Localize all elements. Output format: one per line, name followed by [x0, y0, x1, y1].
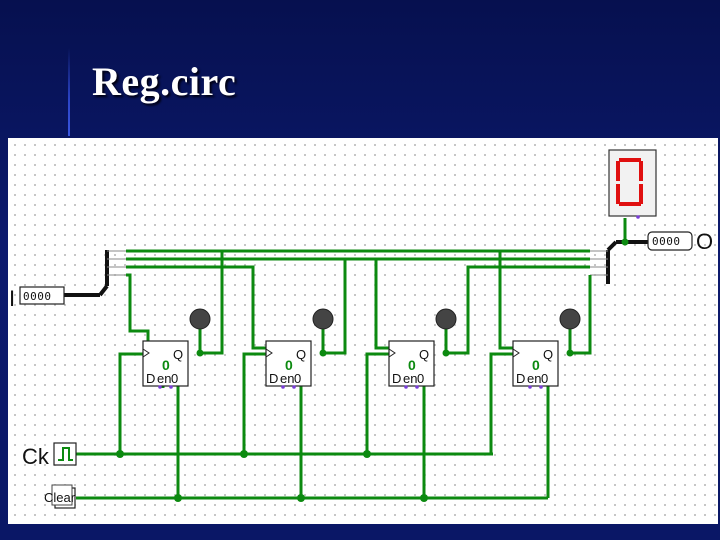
input-pin[interactable]: I 0000	[9, 286, 65, 311]
flipflop-2[interactable]: Q 0 D en 0	[265, 340, 312, 389]
segment-d	[619, 202, 641, 206]
circuit-canvas[interactable]: Q 0 D en 0 Q 0 D en 0 Q 0 D en 0 Q 0 D e…	[8, 138, 718, 524]
segment-b	[639, 161, 643, 181]
flipflop-3[interactable]: Q 0 D en 0	[388, 340, 435, 389]
ff-q-label: Q	[173, 347, 183, 362]
ff-state: 0	[162, 357, 170, 373]
ff-value: 0	[541, 371, 548, 386]
ff-en-label: en	[527, 371, 541, 386]
ff-value: 0	[294, 371, 301, 386]
input-pin-value: 0000	[23, 290, 52, 303]
probe-led-1	[189, 308, 211, 330]
ff-en-label: en	[157, 371, 171, 386]
clock-source[interactable]: Ck	[22, 442, 77, 469]
segment-f	[616, 161, 620, 181]
ff-q-label: Q	[419, 347, 429, 362]
seven-segment-display	[608, 149, 657, 219]
input-splitter[interactable]	[64, 250, 126, 297]
square-wave-icon	[58, 447, 73, 461]
probe-led-3	[435, 308, 457, 330]
flipflop-4[interactable]: Q 0 D en 0	[512, 340, 559, 389]
clear-label: Clear	[44, 490, 76, 505]
circuit-diagram[interactable]: Q 0 D en 0 Q 0 D en 0 Q 0 D en 0 Q 0 D e…	[8, 138, 718, 524]
segment-a	[619, 158, 641, 162]
data-wires	[126, 218, 627, 355]
clock-label: Ck	[22, 444, 50, 469]
segment-e	[616, 184, 620, 204]
clear-wires	[76, 380, 550, 502]
ff-d-label: D	[516, 371, 525, 386]
slide-title: Reg.circ	[92, 59, 237, 104]
ff-en-label: en	[403, 371, 417, 386]
segment-c	[639, 184, 643, 204]
ff-en-label: en	[280, 371, 294, 386]
ff-state: 0	[285, 357, 293, 373]
ff-state: 0	[532, 357, 540, 373]
output-splitter[interactable]	[590, 240, 648, 284]
title-accent-rule	[68, 48, 70, 136]
ff-state: 0	[408, 357, 416, 373]
ff-d-label: D	[146, 371, 155, 386]
ff-d-label: D	[392, 371, 401, 386]
clear-button[interactable]: Clear	[44, 484, 76, 509]
output-pin-label: O	[696, 229, 713, 254]
flipflop-1[interactable]: Q 0 D en 0	[142, 340, 189, 389]
ff-q-label: Q	[296, 347, 306, 362]
probe-led-2	[312, 308, 334, 330]
probe-led-4	[559, 308, 581, 330]
ff-q-label: Q	[543, 347, 553, 362]
ff-value: 0	[417, 371, 424, 386]
output-pin[interactable]: 0000 O	[621, 229, 714, 254]
output-pin-value: 0000	[652, 235, 681, 248]
ff-d-label: D	[269, 371, 278, 386]
ff-value: 0	[171, 371, 178, 386]
probe-leds[interactable]	[189, 308, 581, 357]
input-pin-label: I	[9, 286, 15, 311]
